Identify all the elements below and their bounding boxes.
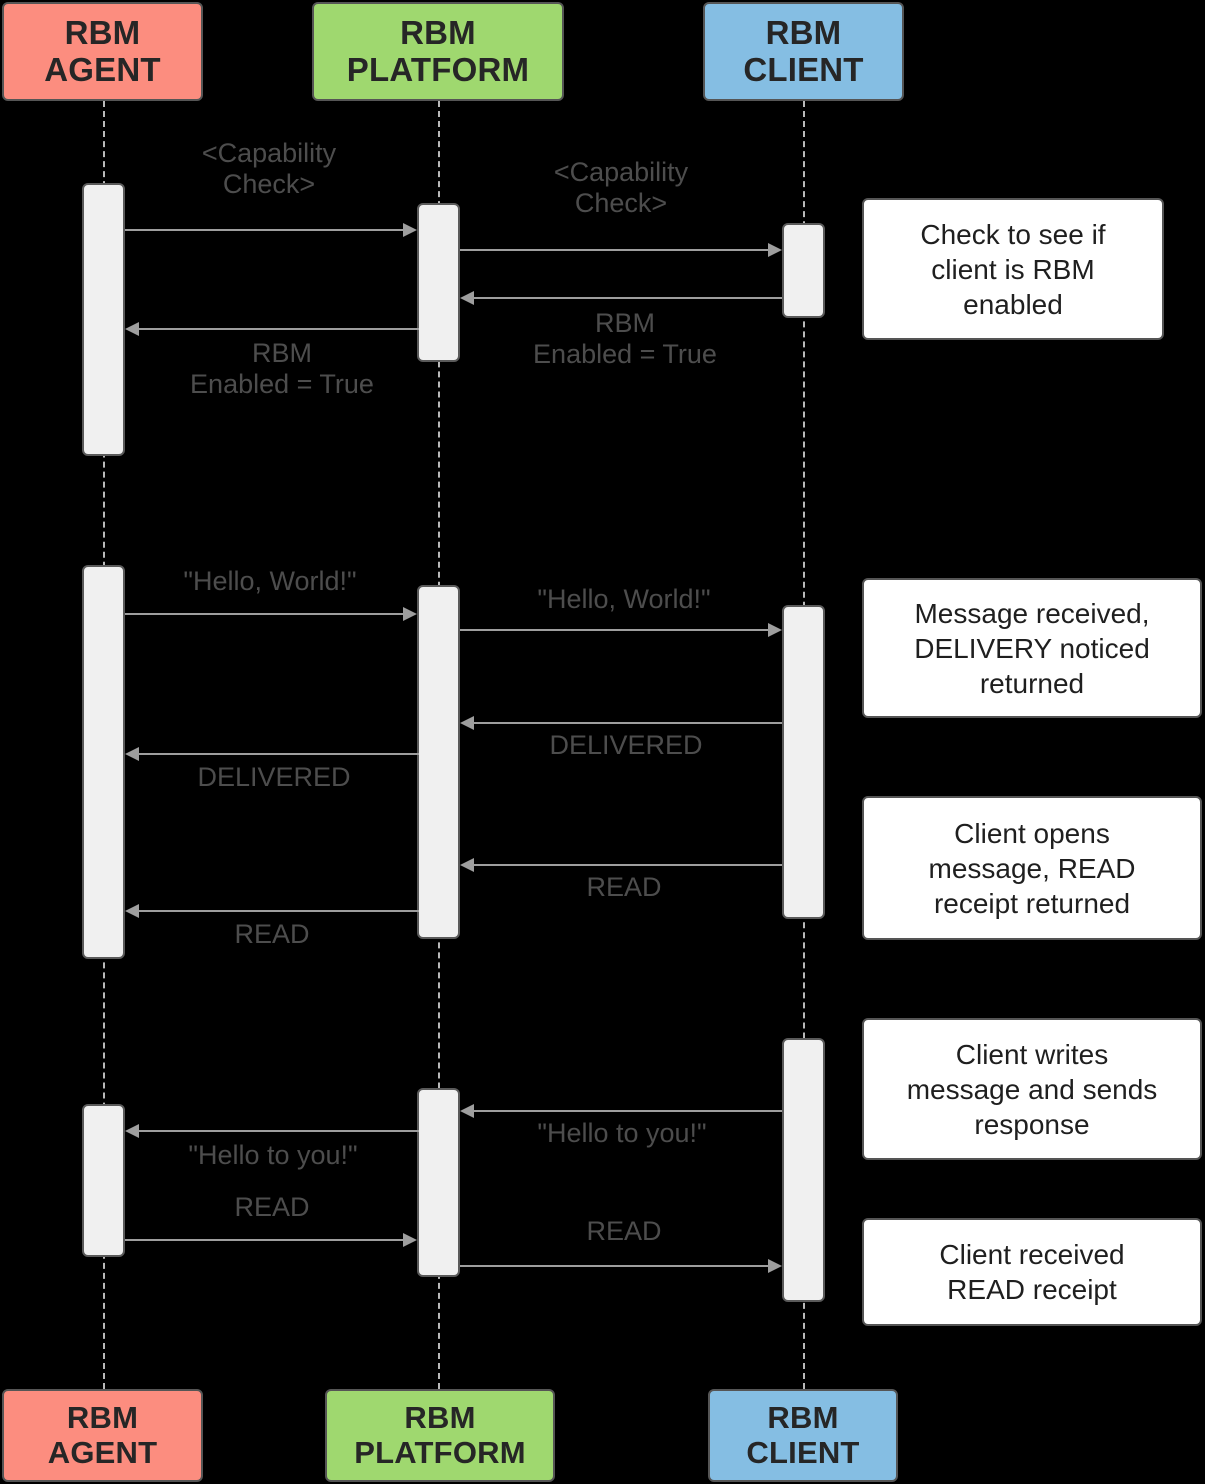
participant-footer-platform-line1: RBM [404,1399,476,1435]
message-arrow-m11 [460,1104,474,1118]
participant-header-platform[interactable]: RBM PLATFORM [312,2,564,101]
activation-agent-1 [82,183,125,456]
message-line-m2 [460,249,778,251]
message-arrow-m13 [403,1233,417,1247]
message-line-m13 [125,1239,413,1241]
participant-client-line1: RBM [765,13,842,51]
message-line-m5 [125,613,413,615]
activation-client-2 [782,605,825,919]
message-arrow-m12 [125,1124,139,1138]
message-line-m7 [474,722,782,724]
message-line-m12 [139,1130,419,1132]
message-label-m2: <Capability Check> [553,157,689,219]
participant-footer-client-line1: RBM [767,1399,839,1435]
message-line-m9 [474,864,782,866]
participant-footer-platform-line2: PLATFORM [354,1434,526,1470]
note-message-received: Message received, DELIVERY noticed retur… [862,578,1202,718]
participant-footer-agent-line1: RBM [66,1399,139,1435]
note-client-received-read: Client received READ receipt [862,1218,1202,1326]
message-arrow-m14 [768,1259,782,1273]
message-label-m3: RBM Enabled = True [533,308,717,370]
message-label-m6: "Hello, World!" [537,584,711,614]
message-arrow-m5 [403,607,417,621]
message-line-m4 [139,328,419,330]
note-client-opens-message: Client opens message, READ receipt retur… [862,796,1202,940]
participant-header-client[interactable]: RBM CLIENT [703,2,904,101]
participant-agent-line1: RBM [64,13,141,51]
message-label-m7: DELIVERED [549,730,703,760]
participant-platform-line2: PLATFORM [346,50,530,88]
message-arrow-m8 [125,747,139,761]
message-line-m10 [139,910,419,912]
message-label-m12: "Hello to you!" [188,1140,358,1170]
participant-footer-platform[interactable]: RBM PLATFORM [325,1389,555,1482]
message-label-m4: RBM Enabled = True [190,338,374,400]
activation-agent-3 [82,1104,125,1257]
participant-platform-line1: RBM [400,13,476,51]
message-line-m11 [474,1110,782,1112]
message-line-m14 [460,1265,778,1267]
message-line-m8 [139,753,419,755]
activation-client-1 [782,223,825,318]
message-label-m13: READ [234,1192,310,1222]
activation-agent-2 [82,565,125,959]
activation-platform-3 [417,1088,460,1277]
participant-client-line2: CLIENT [743,50,864,88]
message-label-m5: "Hello, World!" [183,566,357,596]
message-label-m10: READ [234,919,310,949]
activation-platform-2 [417,585,460,939]
message-label-m9: READ [586,872,662,902]
message-arrow-m7 [460,716,474,730]
participant-footer-agent[interactable]: RBM AGENT [2,1389,203,1482]
activation-client-3 [782,1038,825,1302]
message-arrow-m4 [125,322,139,336]
message-label-m11: "Hello to you!" [537,1118,707,1148]
note-client-writes-message: Client writes message and sends response [862,1018,1202,1160]
participant-footer-client[interactable]: RBM CLIENT [708,1389,898,1482]
message-arrow-m2 [768,243,782,257]
participant-header-agent[interactable]: RBM AGENT [2,2,203,101]
message-arrow-m3 [460,291,474,305]
message-arrow-m10 [125,904,139,918]
message-line-m1 [125,229,413,231]
message-arrow-m9 [460,858,474,872]
message-line-m3 [474,297,782,299]
participant-footer-agent-line2: AGENT [47,1434,158,1470]
message-label-m8: DELIVERED [197,762,351,792]
message-arrow-m1 [403,223,417,237]
note-capability-check: Check to see if client is RBM enabled [862,198,1164,340]
message-label-m1: <Capability Check> [201,138,337,200]
message-line-m6 [460,629,778,631]
activation-platform-1 [417,203,460,362]
participant-footer-client-line2: CLIENT [746,1434,860,1470]
message-label-m14: READ [586,1216,662,1246]
message-arrow-m6 [768,623,782,637]
participant-agent-line2: AGENT [44,50,161,88]
